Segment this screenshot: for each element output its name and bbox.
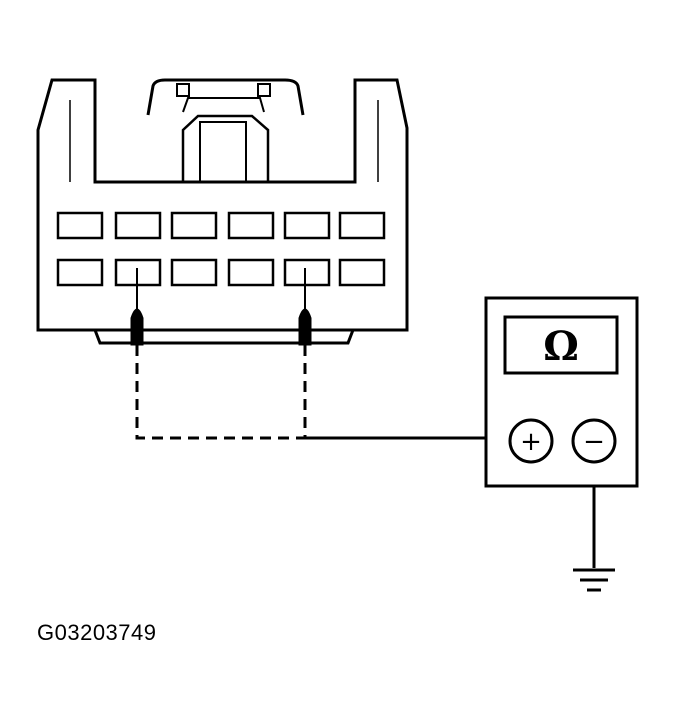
negative-terminal <box>571 418 617 464</box>
cavity <box>283 258 331 287</box>
cavity <box>338 258 386 287</box>
connector <box>36 78 409 345</box>
cavity <box>338 211 386 240</box>
tab-notch-right <box>257 83 271 97</box>
locking-tab <box>146 78 305 116</box>
cavity <box>56 211 104 240</box>
ground-icon <box>573 568 615 592</box>
wiring <box>135 345 596 568</box>
test-probes <box>130 268 312 346</box>
tab-notch-left <box>176 83 190 97</box>
figure-id: G03203749 <box>37 620 157 645</box>
ohmmeter: Ω + − <box>484 296 639 488</box>
locking-tab-inner <box>182 97 265 113</box>
latch-window <box>199 121 247 183</box>
probe-right <box>298 308 312 346</box>
positive-terminal <box>508 418 554 464</box>
cavity <box>56 258 104 287</box>
dashed-lead-left <box>135 345 305 440</box>
connector-body <box>36 78 409 332</box>
connector-bottom-lip <box>93 329 355 345</box>
cavity <box>227 258 275 287</box>
locking-latch <box>181 114 270 182</box>
cavity <box>114 211 162 240</box>
cavity <box>227 211 275 240</box>
cavity-row-bottom <box>56 258 386 287</box>
probe-left <box>130 308 144 346</box>
cavity <box>283 211 331 240</box>
cavity <box>170 258 218 287</box>
meter-display <box>503 315 619 375</box>
positive-terminal-sign: + <box>520 427 542 457</box>
cavity <box>170 211 218 240</box>
ohm-symbol: Ω <box>543 323 579 370</box>
negative-terminal-sign: − <box>583 427 605 457</box>
cavity-row-top <box>56 211 386 240</box>
